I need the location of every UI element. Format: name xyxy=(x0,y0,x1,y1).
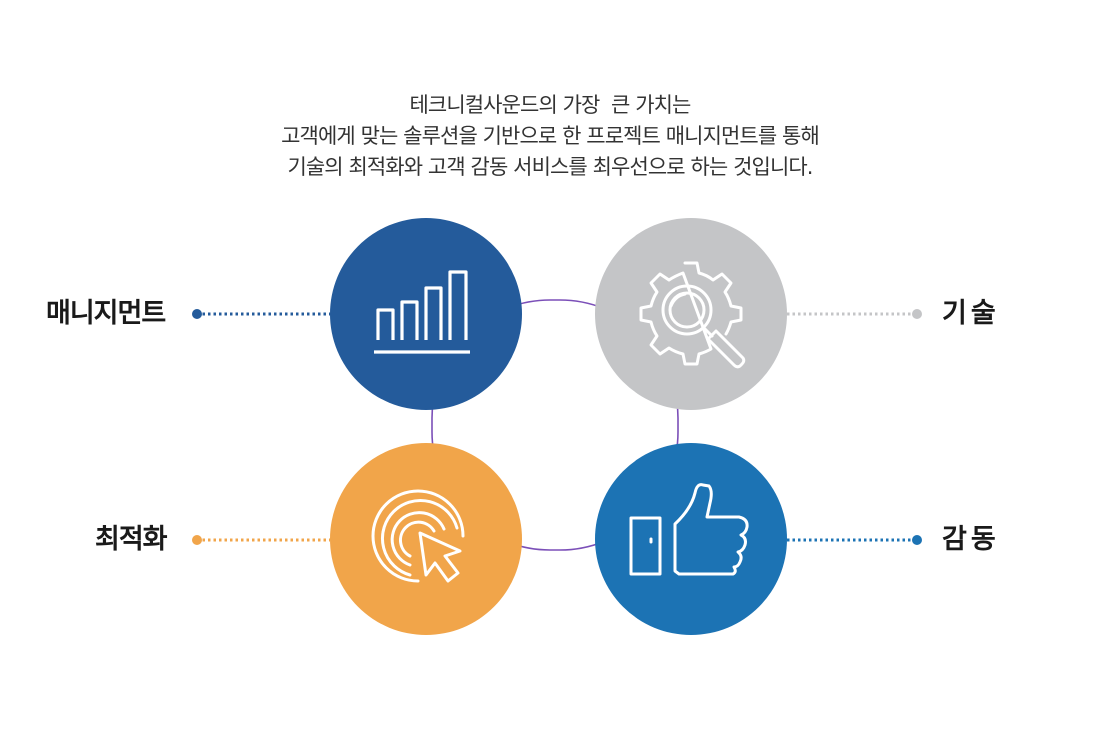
management-circle xyxy=(330,218,522,410)
thumbs-up-icon xyxy=(629,483,749,576)
intro-line-3: 기술의 최적화와 고객 감동 서비스를 최우선으로 하는 것입니다. xyxy=(287,155,813,179)
emotion-circle xyxy=(595,443,787,635)
leader-emo xyxy=(787,535,922,545)
label-technology: 기술 xyxy=(942,298,1000,329)
leader-tech xyxy=(787,309,922,319)
cursor-click-icon xyxy=(371,489,465,583)
bar-chart-icon xyxy=(374,270,470,354)
label-emotion: 감동 xyxy=(942,524,1000,555)
label-optimization: 최적화 xyxy=(95,524,168,555)
leader-opt xyxy=(192,535,330,545)
label-management: 매니지먼트 xyxy=(46,298,166,329)
intro-line-2: 고객에게 맞는 솔루션을 기반으로 한 프로젝트 매니지먼트를 통해 xyxy=(281,124,820,148)
leader-mgmt xyxy=(192,309,330,319)
intro-line-1: 테크니컬사운드의 가장 큰 가치는 xyxy=(409,93,692,117)
optimization-circle xyxy=(330,443,522,635)
gear-search-icon xyxy=(639,261,746,369)
technology-circle xyxy=(595,218,787,410)
intro-text: 테크니컬사운드의 가장 큰 가치는 고객에게 맞는 솔루션을 기반으로 한 프로… xyxy=(0,90,1100,183)
connector-ring xyxy=(431,299,679,551)
